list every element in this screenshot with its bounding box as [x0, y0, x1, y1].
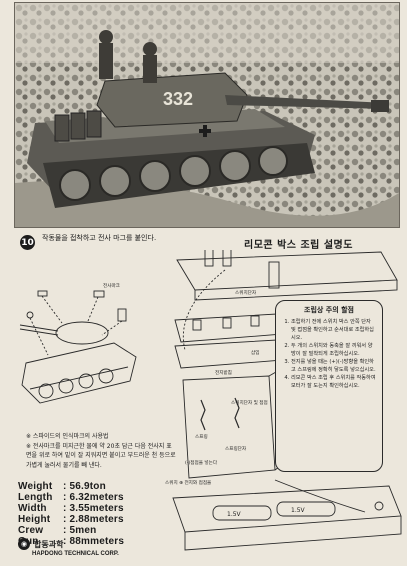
instruction-title: 리모콘 박스 조립 설명도	[244, 240, 353, 251]
callout-insert-wire: 삽입	[251, 351, 260, 356]
step-instruction-text: 작동물을 접착하고 전사 마그를 붙인다.	[42, 234, 157, 242]
callout-spring: 스프링	[195, 435, 208, 440]
exploded-tank-drawing: 전사마크	[18, 284, 143, 415]
caution-title: 조립상 주의 할점	[304, 306, 354, 314]
caution-item: 전지를 넣을 때는 (+)(-)방향을 확인하고 스프링에 정확히 닿도록 넣으…	[291, 358, 377, 374]
caution-item: 리모콘 박스 조립 후 스위치를 작동하여 모터가 잘 도는지 확인하십시오.	[291, 374, 377, 390]
spec-row-width: Width: 3.55meters	[18, 503, 124, 514]
brand-name-korean: 합동과학	[34, 539, 64, 549]
spec-row-length: Length: 6.32meters	[18, 492, 124, 503]
turret-number: 332	[163, 89, 193, 109]
battery-label-1: 1.5V	[227, 511, 242, 518]
spec-row-crew: Crew: 5men	[18, 525, 97, 536]
battery-label-2: 1.5V	[291, 507, 306, 514]
callout-battery-polarity: 스위치 ⊕ 전지와 접점을	[165, 481, 212, 486]
assembly-caution-box: 조립상 주의 할점 조립하기 전에 스위치 박스 안쪽 단자 및 접점을 확인하…	[275, 300, 383, 472]
callout-contact-switch: 스위치단자 및 접점	[231, 401, 268, 406]
spec-row-height: Height: 2.88meters	[18, 514, 124, 525]
caution-item: 두 개의 스위치와 동축을 잘 끼워서 양방이 잘 밀착되게 조립하십시오.	[291, 342, 377, 358]
decal-callout: 전사마크	[103, 284, 120, 289]
spec-row-weight: Weight: 56.9ton	[18, 481, 106, 492]
callout-switch-terminal: 스위치단자	[235, 291, 257, 296]
brand-logo-icon: ◉	[18, 538, 30, 550]
step-number-badge: 10	[20, 235, 35, 250]
brand-name-english: HAPDONG TECHNICAL CORP.	[32, 551, 119, 557]
callout-battery-holder: 전지받침	[215, 371, 232, 376]
note-line: ※ 스파이드의 인식마크의 사용법	[26, 433, 109, 440]
brand-mark: ◉ 합동과학	[18, 538, 63, 550]
callout-spring-terminal: 스프링단자	[225, 447, 247, 452]
caution-item: 조립하기 전에 스위치 박스 안쪽 단자 및 접점을 확인하고 순서대로 조립하…	[291, 318, 377, 342]
callout-negative-terminal: (-)접점을 넣는다	[185, 461, 218, 466]
decal-notes: ※ 스파이드의 인식마크의 사용법 ※ 전사마크를 미지근한 물에 약 20초 …	[26, 432, 176, 470]
tank-box-art: 332	[14, 2, 400, 228]
note-line: ※ 전사마크를 미지근한 물에 약 20초 담근 다음 전사지 표면을 위로 하…	[26, 442, 176, 469]
